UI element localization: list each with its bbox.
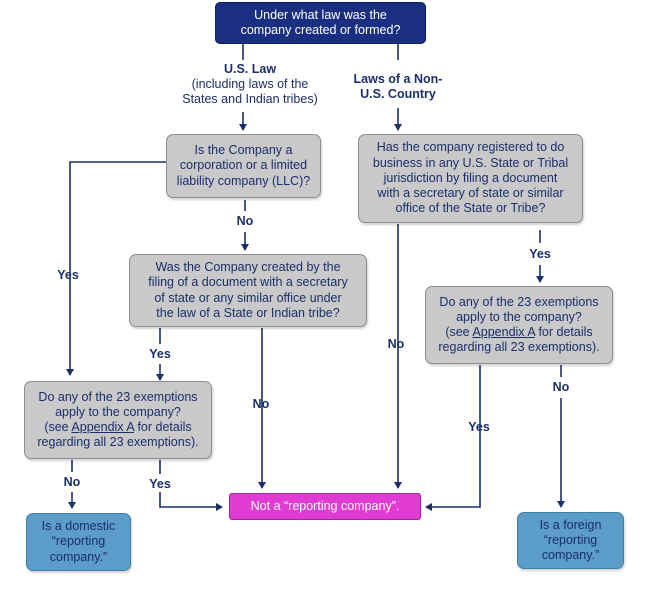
- start-line-2: company created or formed?: [240, 23, 401, 37]
- corp-line-1: Is the Company a: [194, 143, 293, 158]
- yes-label-corporation: Yes: [57, 268, 79, 282]
- non-us-line-1: Laws of a Non-: [353, 72, 443, 86]
- domestic-line-3: company.”: [49, 549, 108, 564]
- foreign-reporting-company-box: Is a foreign “reporting company.”: [517, 512, 624, 569]
- domestic-line-2: “reporting: [51, 534, 106, 549]
- us-law-sub-2: States and Indian tribes): [182, 92, 318, 106]
- exempt-foreign-line-2: apply to the company?: [456, 309, 582, 324]
- created-line-4: the law of a State or Indian tribe?: [156, 305, 340, 320]
- yes-label-created: Yes: [149, 347, 171, 361]
- corporation-question-box: Is the Company a corporation or a limite…: [166, 134, 321, 198]
- registered-line-5: office of the State or Tribe?: [395, 201, 546, 216]
- no-label-domestic-exemptions: No: [63, 475, 81, 489]
- registered-question-box: Has the company registered to do busines…: [358, 134, 583, 223]
- created-question-box: Was the Company created by the filing of…: [129, 254, 367, 327]
- exempt-foreign-see: (see: [445, 325, 473, 339]
- exempt-domestic-line-4: regarding all 23 exemptions).: [37, 435, 199, 450]
- edge-exempt-foreign-yes: [425, 365, 481, 511]
- registered-line-1: Has the company registered to do: [376, 140, 565, 155]
- no-label-created: No: [252, 397, 270, 411]
- exempt-domestic-line-2: apply to the company?: [55, 404, 181, 419]
- domestic-exemptions-question-box: Do any of the 23 exemptions apply to the…: [24, 381, 212, 459]
- created-line-1: Was the Company created by the: [155, 260, 341, 274]
- created-line-2: filing of a document with a secretary: [148, 275, 348, 290]
- exempt-foreign-details: for details: [534, 325, 593, 339]
- yes-label-foreign-exemptions: Yes: [468, 420, 490, 434]
- yes-label-domestic-exemptions: Yes: [149, 477, 171, 491]
- exempt-domestic-line-1: Do any of the 23 exemptions: [38, 389, 198, 404]
- exempt-domestic-details: for details: [133, 420, 192, 434]
- exempt-foreign-line-3: (see Appendix A for details: [438, 325, 599, 340]
- corp-line-3: liability company (LLC)?: [176, 173, 311, 188]
- exempt-domestic-line-3: (see Appendix A for details: [37, 420, 198, 435]
- edge-corp-yes: [66, 161, 166, 376]
- edge-exempt-domestic-yes-b: [159, 492, 223, 511]
- no-label-registered: No: [387, 337, 405, 351]
- not-reporting-text: Not a “reporting company”.: [250, 498, 400, 513]
- foreign-line-1: Is a foreign: [539, 517, 602, 532]
- exempt-foreign-line-4: regarding all 23 exemptions).: [438, 340, 600, 355]
- no-label-corporation: No: [236, 214, 254, 228]
- non-us-law-label: Laws of a Non- U.S. Country: [343, 72, 453, 102]
- appendix-a-link-foreign[interactable]: Appendix A: [472, 325, 535, 339]
- registered-line-3: jurisdiction by filing a document: [383, 170, 558, 185]
- yes-label-registered: Yes: [529, 247, 551, 261]
- start-line-1: Under what law was the: [254, 7, 387, 22]
- registered-line-4: with a secretary of state or similar: [377, 186, 564, 201]
- foreign-line-3: company.”: [541, 548, 600, 563]
- us-law-sub-1: (including laws of the: [191, 77, 309, 91]
- not-reporting-company-box: Not a “reporting company”.: [229, 493, 421, 520]
- non-us-line-2: U.S. Country: [360, 87, 436, 101]
- registered-line-2: business in any U.S. State or Tribal: [372, 155, 569, 170]
- domestic-reporting-company-box: Is a domestic “reporting company.”: [26, 513, 131, 571]
- appendix-a-link-domestic[interactable]: Appendix A: [71, 420, 134, 434]
- created-line-3: of state or any similar office under: [154, 290, 342, 305]
- exempt-domestic-see: (see: [44, 420, 72, 434]
- foreign-exemptions-question-box: Do any of the 23 exemptions apply to the…: [425, 286, 613, 364]
- us-law-label: U.S. Law (including laws of the States a…: [175, 62, 325, 107]
- exempt-foreign-line-1: Do any of the 23 exemptions: [439, 294, 599, 309]
- domestic-line-1: Is a domestic: [41, 519, 116, 534]
- corp-line-2: corporation or a limited: [179, 158, 308, 173]
- us-law-title: U.S. Law: [223, 62, 277, 76]
- no-label-foreign-exemptions: No: [552, 380, 570, 394]
- foreign-line-2: “reporting: [543, 532, 598, 547]
- start-question-box: Under what law was the company created o…: [215, 2, 426, 44]
